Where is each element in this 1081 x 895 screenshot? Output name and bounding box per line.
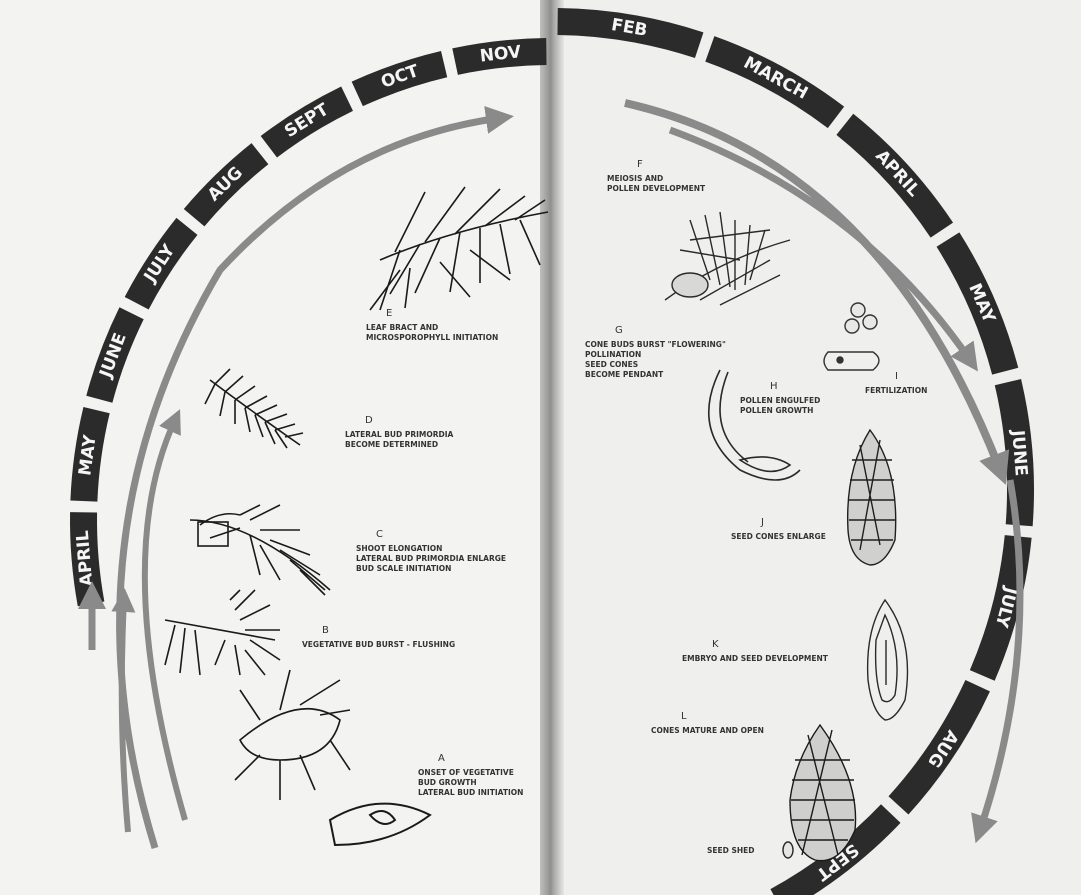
book-gutter: [540, 0, 564, 895]
stage-caption-i-line-1: FERTILIZATION: [865, 386, 927, 395]
stage-letter-b: B: [322, 625, 329, 636]
month-label-right-june: JUNE: [1007, 428, 1031, 476]
stage-letter-d: D: [365, 415, 373, 426]
stage-caption-f-line-1: MEIOSIS AND: [607, 174, 663, 183]
seed-illustration: [783, 842, 793, 858]
stage-caption-seed-shed-line-1: SEED SHED: [707, 846, 755, 855]
stage-caption-g-line-2: POLLINATION: [585, 350, 641, 359]
stage-letter-l: L: [681, 711, 687, 722]
stage-letter-f: F: [637, 159, 643, 170]
stage-letter-e: E: [386, 308, 392, 319]
stage-caption-a-line-3: LATERAL BUD INITIATION: [418, 788, 523, 797]
stage-letter-h: H: [770, 381, 778, 392]
stage-caption-a-line-2: BUD GROWTH: [418, 778, 477, 787]
stage-caption-j-line-1: SEED CONES ENLARGE: [731, 532, 826, 541]
stage-caption-a-line-1: ONSET OF VEGETATIVE: [418, 768, 514, 777]
stage-letter-a: A: [438, 753, 445, 764]
stage-caption-k-line-1: EMBRYO AND SEED DEVELOPMENT: [682, 654, 829, 663]
stage-caption-f-line-2: POLLEN DEVELOPMENT: [607, 184, 706, 193]
stage-caption-e-line-1: LEAF BRACT AND: [366, 323, 438, 332]
stage-letter-i: I: [895, 371, 898, 382]
stage-caption-l-line-1: CONES MATURE AND OPEN: [651, 726, 764, 735]
stage-caption-b-line-1: VEGETATIVE BUD BURST - FLUSHING: [302, 640, 455, 649]
stage-letter-c: C: [376, 529, 383, 540]
stage-caption-e-line-2: MICROSPOROPHYLL INITIATION: [366, 333, 498, 342]
stage-letter-k: K: [712, 639, 719, 650]
stage-caption-h-line-1: POLLEN ENGULFED: [740, 396, 820, 405]
stage-caption-c-line-1: SHOOT ELONGATION: [356, 544, 442, 553]
stage-caption-g-line-4: BECOME PENDANT: [585, 370, 664, 379]
stage-caption-c-line-2: LATERAL BUD PRIMORDIA ENLARGE: [356, 554, 506, 563]
stage-caption-d-line-2: BECOME DETERMINED: [345, 440, 438, 449]
stage-letter-g: G: [615, 325, 623, 336]
stage-caption-c-line-3: BUD SCALE INITIATION: [356, 564, 451, 573]
stage-caption-g-line-1: CONE BUDS BURST "FLOWERING": [585, 340, 726, 349]
stage-caption-d-line-1: LATERAL BUD PRIMORDIA: [345, 430, 454, 439]
stage-caption-g-line-3: SEED CONES: [585, 360, 638, 369]
stage-letter-j: J: [760, 517, 764, 528]
stage-caption-h-line-2: POLLEN GROWTH: [740, 406, 813, 415]
